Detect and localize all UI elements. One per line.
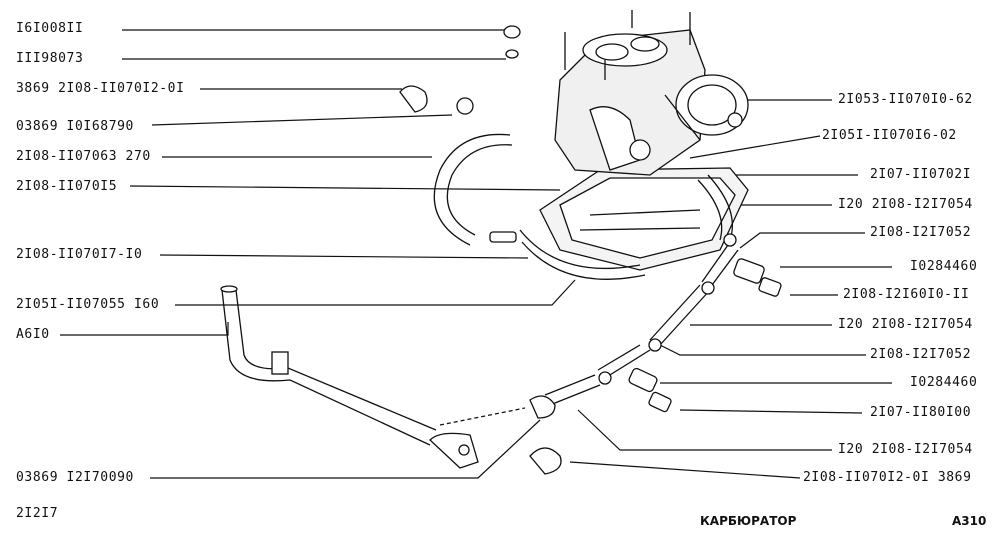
page-code: A310 bbox=[952, 514, 987, 528]
callout-left-7: 2I08-II070I7-I0 bbox=[16, 247, 143, 262]
section-title: КАРБЮРАТОР bbox=[700, 514, 797, 528]
return-pipe bbox=[220, 285, 526, 469]
leader-lines-left bbox=[60, 29, 576, 479]
leader-lines-right bbox=[569, 99, 892, 479]
callout-left-1: I6I008II bbox=[16, 21, 84, 36]
carburetor-assembly bbox=[539, 10, 749, 271]
callout-left-4: 03869 I0I68790 bbox=[16, 119, 134, 134]
hoses bbox=[433, 133, 739, 406]
callout-right-1: 2I053-II070I0-62 bbox=[838, 92, 973, 107]
callout-left-6: 2I08-II070I5 bbox=[16, 179, 118, 194]
callout-right-2: 2I05I-II070I6-02 bbox=[822, 128, 957, 143]
callout-right-8: I20 2I08-I2I7054 bbox=[838, 317, 973, 332]
model-code: 2I2I7 bbox=[16, 506, 59, 521]
fittings-and-clamps bbox=[399, 25, 782, 475]
callout-right-4: I20 2I08-I2I7054 bbox=[838, 197, 973, 212]
callout-right-5: 2I08-I2I7052 bbox=[870, 225, 972, 240]
callout-right-7: 2I08-I2I60I0-II bbox=[843, 287, 970, 302]
callout-left-2: III98073 bbox=[16, 51, 84, 66]
callout-right-6: I0284460 bbox=[910, 259, 978, 274]
callout-left-3: 3869 2I08-II070I2-0I bbox=[16, 81, 185, 96]
callout-right-13: 2I08-II070I2-0I 3869 bbox=[803, 470, 972, 485]
callout-right-12: I20 2I08-I2I7054 bbox=[838, 442, 973, 457]
callout-left-9: A6I0 bbox=[16, 327, 50, 342]
callout-left-5: 2I08-II07063 270 bbox=[16, 149, 151, 164]
callout-right-9: 2I08-I2I7052 bbox=[870, 347, 972, 362]
callout-left-8: 2I05I-II07055 I60 bbox=[16, 297, 160, 312]
callout-right-3: 2I07-II0702I bbox=[870, 167, 972, 182]
callout-left-10: 03869 I2I70090 bbox=[16, 470, 134, 485]
callout-right-11: 2I07-II80I00 bbox=[870, 405, 972, 420]
callout-right-10: I0284460 bbox=[910, 375, 978, 390]
